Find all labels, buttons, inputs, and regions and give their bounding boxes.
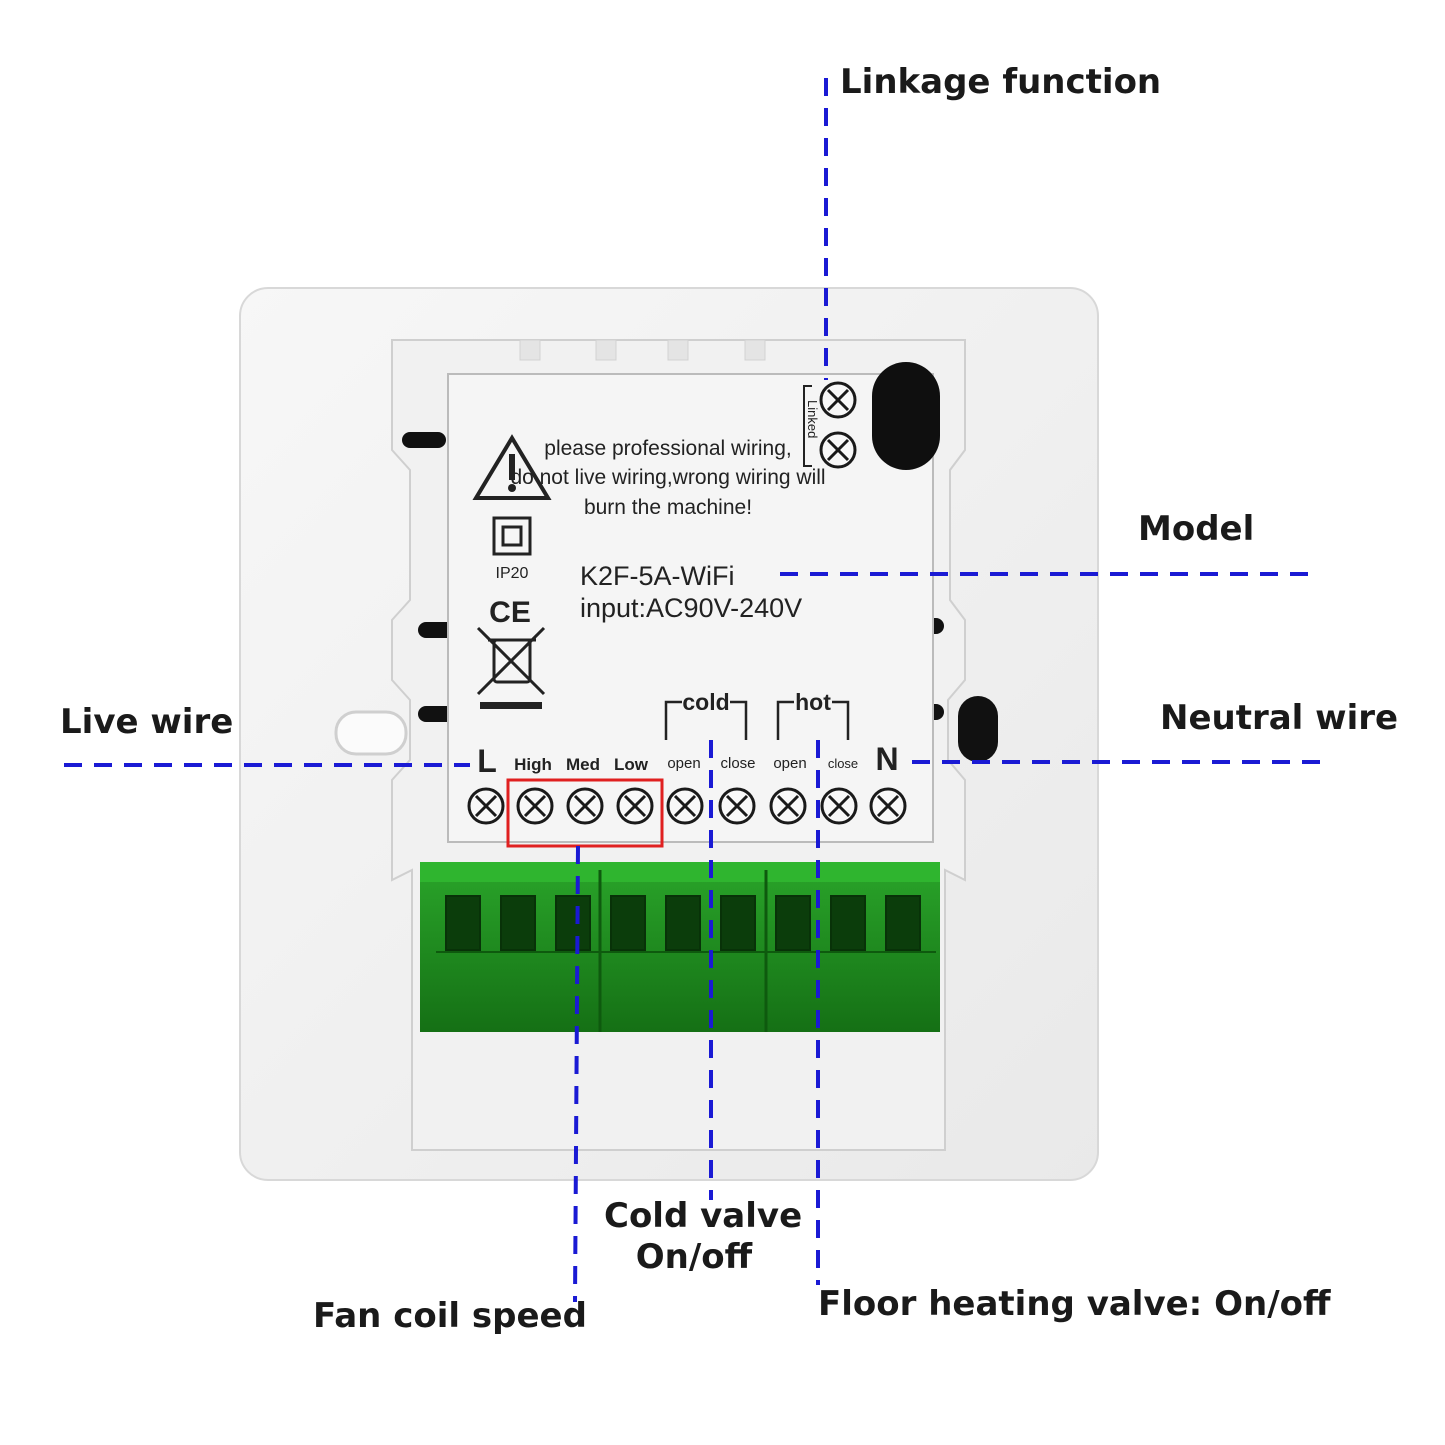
warning-line-1: please professional wiring, <box>544 437 791 460</box>
hot-group-bracket <box>776 700 850 740</box>
terminal-screw-high <box>516 787 554 825</box>
double-insulation-icon <box>492 516 532 556</box>
terminal-screw-med <box>566 787 604 825</box>
linkage-function-label: Linkage function <box>840 62 1162 102</box>
live-wire-label: Live wire <box>60 702 234 742</box>
terminal-label-hot-close: close <box>828 756 858 771</box>
leader-lines <box>64 78 1332 1303</box>
fan-speed-highlight-box <box>506 778 664 848</box>
warning-line-2: do not live wiring,wrong wiring will <box>510 466 825 489</box>
terminal-label-hot-open: open <box>773 755 806 772</box>
terminal-label-l: L <box>477 743 497 779</box>
neutral-wire-label: Neutral wire <box>1160 698 1399 738</box>
green-terminal-block <box>420 862 940 1032</box>
terminal-label-cold-open: open <box>667 755 700 772</box>
floor-heating-valve-label: Floor heating valve: On/off <box>818 1284 1331 1324</box>
screw-terminal-row <box>467 787 907 825</box>
sensor-cutout <box>872 362 940 470</box>
linked-screw-1 <box>819 381 857 419</box>
input-voltage: input:AC90V-240V <box>580 593 802 623</box>
weee-bin-icon <box>476 626 546 709</box>
warning-line-3: burn the machine! <box>584 496 752 519</box>
ip-rating: IP20 <box>496 565 529 582</box>
terminal-label-cold-close: close <box>720 755 755 772</box>
warning-icon <box>472 434 552 500</box>
terminal-label-med: Med <box>566 755 600 774</box>
terminal-screw-cold-open <box>666 787 704 825</box>
cold-valve-line-2: On/off <box>635 1236 753 1277</box>
linked-label: Linked <box>805 400 820 438</box>
terminal-screw-hot-open <box>769 787 807 825</box>
fan-coil-speed-label: Fan coil speed <box>313 1296 587 1336</box>
terminal-label-n: N <box>875 741 898 777</box>
cold-valve-label: Cold valve On/off <box>604 1196 803 1278</box>
model-number: K2F-5A-WiFi <box>580 561 735 591</box>
terminal-screw-n <box>869 787 907 825</box>
mounting-hole-left <box>334 710 408 756</box>
cold-group-bracket <box>664 700 748 740</box>
terminal-screw-hot-close <box>820 787 858 825</box>
mounting-hole-right <box>958 696 998 762</box>
linked-screw-2 <box>819 431 857 469</box>
model-label: Model <box>1138 509 1255 549</box>
terminal-screw-cold-close <box>718 787 756 825</box>
linked-bracket <box>803 385 812 467</box>
top-notches <box>519 339 766 361</box>
cold-valve-line-1: Cold valve <box>604 1196 803 1236</box>
terminal-label-low: Low <box>614 755 649 774</box>
terminal-screw-l <box>467 787 505 825</box>
terminal-screw-low <box>616 787 654 825</box>
terminal-label-high: High <box>514 755 552 774</box>
cold-group-label: cold <box>682 689 729 715</box>
ce-mark: CE <box>489 596 531 629</box>
fan-coil-leader <box>573 845 580 1303</box>
hot-group-label: hot <box>795 689 831 715</box>
